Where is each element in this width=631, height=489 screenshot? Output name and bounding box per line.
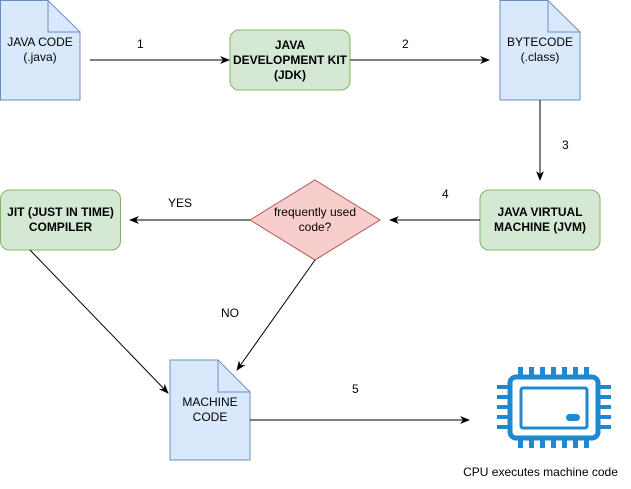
- edge-label-2: 2: [402, 37, 409, 51]
- edge-label-yes: YES: [168, 196, 193, 210]
- jvm-label: JAVA VIRTUAL MACHINE (JVM): [494, 205, 586, 234]
- edge-label-4: 4: [442, 187, 449, 201]
- java-code-shape: [0, 0, 81, 101]
- bytecode-fold: [547, 0, 580, 33]
- edge-label-1: 1: [137, 37, 144, 51]
- jdk-label: JAVA DEVELOPMENT KIT (JDK): [232, 37, 347, 82]
- arrow-no: [236, 259, 316, 371]
- machine-code-shape: [169, 359, 251, 461]
- java-code-label: JAVA CODE (.java): [7, 35, 73, 64]
- machine-code-label: MACHINE CODE: [182, 395, 238, 424]
- machine-code-fold: [217, 360, 250, 393]
- cpu-caption: CPU executes machine code: [463, 464, 618, 479]
- edge-label-no: NO: [221, 306, 239, 320]
- arrow-jit-to-machine: [29, 249, 169, 394]
- edge-label-5: 5: [352, 382, 359, 396]
- bytecode-shape: [499, 0, 581, 101]
- edge-label-3: 3: [562, 138, 569, 152]
- cpu-chip-icon: [497, 367, 611, 448]
- java-code-fold: [47, 0, 80, 33]
- bytecode-label: BYTECODE (.class): [506, 35, 573, 64]
- decision-label: frequently used code?: [273, 205, 357, 234]
- jit-shape: [0, 189, 121, 251]
- jit-label: JIT (JUST IN TIME) COMPILER: [7, 205, 114, 234]
